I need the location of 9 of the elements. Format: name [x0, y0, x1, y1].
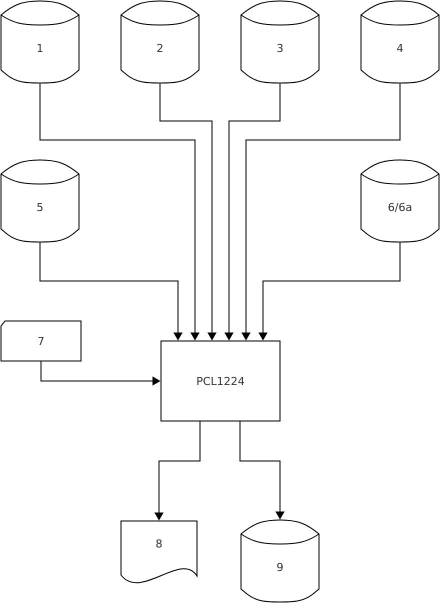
storage-cylinder: 6/6a [360, 160, 440, 242]
card-box: 7 [0, 320, 82, 362]
storage-cylinder: 3 [240, 0, 320, 84]
storage-cylinder: 1 [0, 0, 80, 84]
storage-cylinder: 2 [120, 0, 200, 84]
storage-cylinder: 4 [360, 0, 440, 84]
storage-cylinder: 5 [0, 160, 80, 242]
process-box: PCL1224 [160, 340, 280, 422]
storage-cylinder: 9 [240, 520, 320, 602]
